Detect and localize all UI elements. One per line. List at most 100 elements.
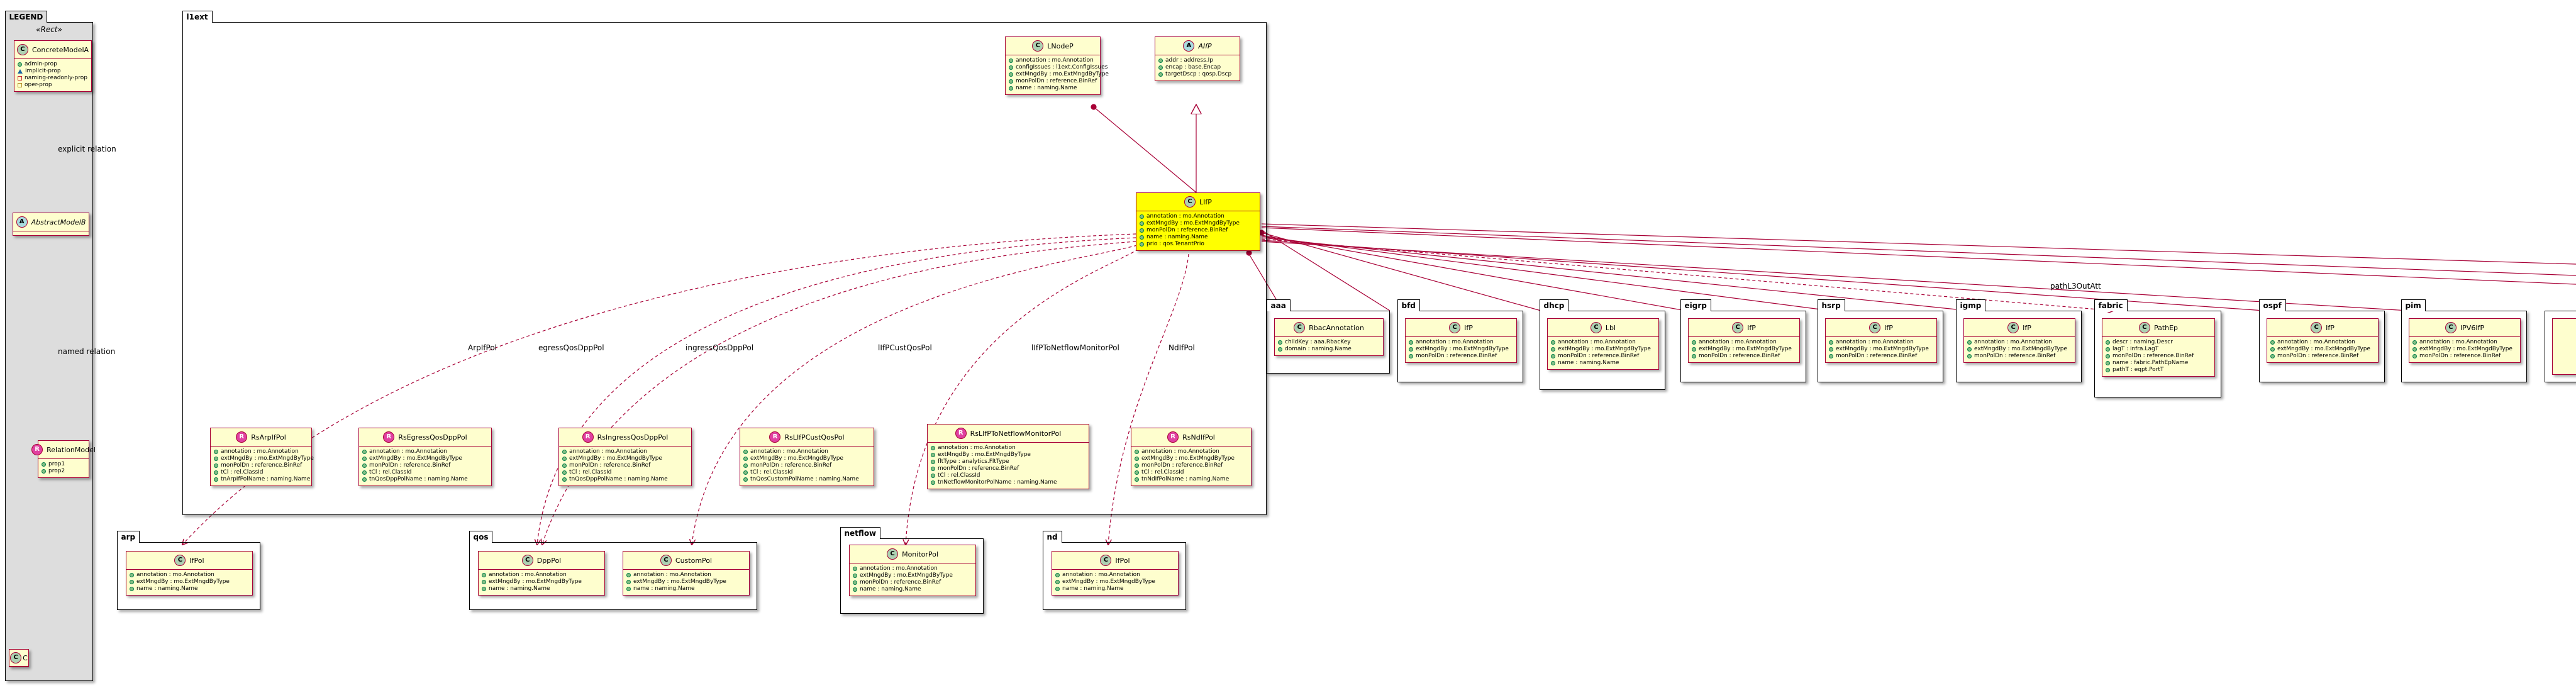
attribute-row: annotation : mo.Annotation (214, 448, 308, 455)
visibility-icon (42, 469, 46, 474)
visibility-icon (18, 83, 22, 87)
attribute-text: extMngdBy : mo.ExtMngdByType (938, 452, 1031, 458)
class-name: CustomPol (675, 556, 713, 565)
attribute-list: annotation : mo.Annotation configIssues … (1006, 55, 1109, 94)
class-name: IfP (2023, 323, 2031, 332)
attribute-text: childKey : aaa.RbacKey (1285, 339, 1351, 345)
attribute-list: annotation : mo.Annotation extMngdBy : m… (1406, 337, 1516, 362)
class-name: RsNdIfPol (1182, 433, 1215, 441)
class-name: LNodeP (1047, 42, 1074, 50)
edge-pim (1261, 241, 2409, 311)
class-name: IfPol (1115, 556, 1130, 565)
attribute-row: prio : qos.TenantPrio (1140, 241, 1257, 248)
attribute-text: annotation : mo.Annotation (938, 445, 1016, 451)
package-title: dhcp (1539, 299, 1569, 311)
attribute-text: annotation : mo.Annotation (136, 572, 214, 578)
attribute-row: tnArpIfPolName : naming.Name (214, 476, 310, 483)
class-r-icon: R (769, 431, 781, 443)
visibility-icon (1009, 79, 1013, 84)
legend-explicit-label: explicit relation (58, 145, 116, 153)
visibility-icon (1158, 72, 1163, 77)
attribute-row: extMngdBy : mo.ExtMngdByType (1135, 455, 1248, 462)
class-name: DppPol (536, 556, 562, 565)
attribute-text: extMngdBy : mo.ExtMngdByType (2277, 346, 2370, 352)
attribute-row: naming-readonly-prop (18, 75, 88, 82)
class-name: RsArpIfPol (251, 433, 286, 441)
attribute-row: extMngdBy : mo.ExtMngdByType (482, 579, 601, 585)
visibility-icon (1055, 580, 1060, 584)
attribute-text: annotation : mo.Annotation (860, 565, 938, 572)
attribute-text: tnNetflowMonitorPolName : naming.Name (938, 479, 1057, 485)
attribute-text: tnNdIfPolName : naming.Name (1141, 476, 1230, 482)
attribute-row: configIssues : l1ext.ConfigIssues (1009, 64, 1108, 71)
attribute-row: name : naming.Name (853, 586, 972, 593)
attribute-text: tnQosDppPolName : naming.Name (369, 476, 468, 482)
attribute-row: extMngdBy : mo.ExtMngdByType (931, 452, 1085, 458)
attribute-list: annotation : mo.Annotation extMngdBy : m… (1826, 337, 1936, 362)
class-c-icon: C (1590, 322, 1602, 333)
attribute-list: annotation : mo.Annotation extMngdBy : m… (1689, 337, 1799, 362)
attribute-text: tCl : rel.ClassId (750, 469, 793, 475)
attribute-row: annotation : mo.Annotation (1135, 448, 1248, 455)
attribute-row: prop2 (42, 468, 86, 475)
rel-label-netflow: lIfPToNetflowMonitorPol (1031, 343, 1119, 352)
attribute-text: extMngdBy : mo.ExtMngdByType (633, 579, 726, 585)
attribute-list: annotation : mo.Annotation extMngdBy : m… (1548, 337, 1658, 369)
attribute-text: tCl : rel.ClassId (1141, 469, 1184, 475)
package-title: aaa (1266, 299, 1291, 311)
attribute-row: extMngdBy : mo.ExtMngdByType (1140, 220, 1257, 227)
attribute-row: tnQosCustomPolName : naming.Name (743, 476, 870, 483)
visibility-icon (1829, 354, 1833, 358)
class-name: IfPol (189, 556, 204, 565)
attribute-text: extMngdBy : mo.ExtMngdByType (1558, 346, 1651, 352)
visibility-icon (1551, 361, 1555, 365)
attribute-text: name : naming.Name (489, 585, 550, 592)
attribute-text: monPolDn : reference.BinRef (1974, 353, 2056, 359)
class-c-icon: C (174, 555, 186, 566)
package-title: arp (116, 531, 140, 543)
class-r-icon: R (31, 444, 43, 455)
class-r-icon: R (1167, 431, 1179, 443)
attribute-row: extMngdBy : mo.ExtMngdByType (2270, 346, 2375, 353)
attribute-row: extMngdBy : mo.ExtMngdByType (1967, 346, 2072, 353)
attribute-row: monPolDn : reference.BinRef (853, 579, 972, 586)
attribute-list: annotation : mo.Annotation extMngdBy : m… (623, 570, 749, 595)
attribute-text: annotation : mo.Annotation (1146, 213, 1224, 219)
attribute-text: pathT : eqpt.PortT (2112, 367, 2164, 373)
visibility-icon (2270, 354, 2275, 358)
visibility-icon (1140, 221, 1144, 226)
